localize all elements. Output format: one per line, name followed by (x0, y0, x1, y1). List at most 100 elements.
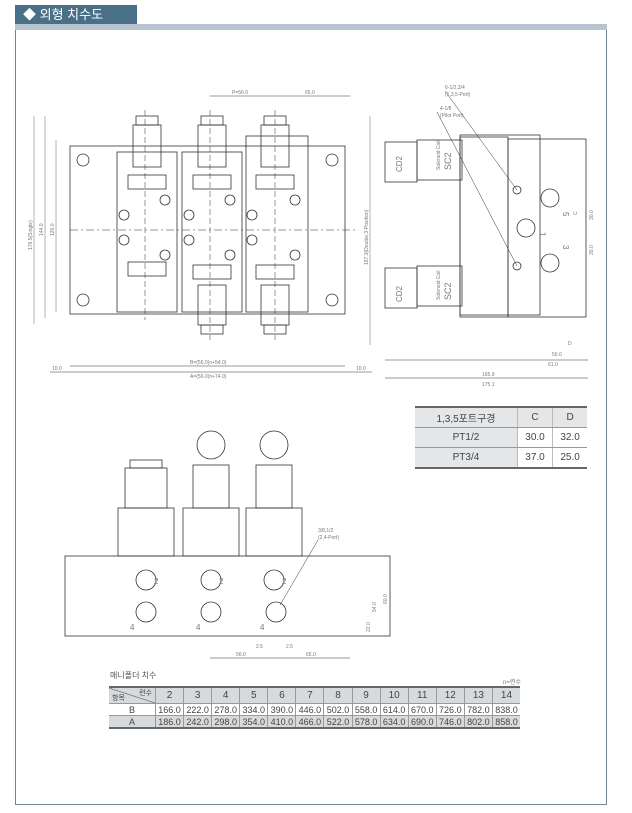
callout-pilot-sub: (Pilot Port) (440, 113, 464, 119)
col-header: 1,3,5포트구경 (415, 406, 518, 428)
col-header: 14 (491, 686, 520, 704)
manifold-table-unit: n=련수 (503, 680, 521, 686)
table-row: PT3/4 37.0 25.0 (415, 447, 587, 469)
port-1: 1 (538, 232, 547, 237)
port-4-b: 4 (196, 623, 201, 632)
cell: 410.0 (267, 715, 296, 729)
dim-double: 197.3(Double,3-Position) (364, 209, 370, 265)
dim-165: 165.9 (482, 372, 495, 378)
dim-61: 61.0 (548, 362, 558, 368)
cell: 166.0 (154, 703, 184, 716)
cell: 222.0 (183, 703, 212, 716)
valve-module-1 (116, 110, 178, 320)
dim-65-bottom: 65.0 (306, 652, 316, 658)
cell: 354.0 (239, 715, 268, 729)
base-plate (69, 145, 346, 315)
cell: 614.0 (379, 703, 409, 716)
col-header: 2 (154, 686, 184, 704)
cell: 522.0 (323, 715, 353, 729)
cell: 690.0 (407, 715, 437, 729)
dim-144: 144.0 (39, 223, 45, 236)
coil-label: Solenoid Coil (436, 141, 442, 170)
col-header: 13 (463, 686, 493, 704)
cell: PT3/4 (415, 447, 518, 469)
valve-module-2 (181, 110, 243, 340)
content-frame (15, 30, 607, 805)
dim-c: C (573, 211, 579, 215)
col-header: 10 (379, 686, 409, 704)
dim-10-right: 10.0 (356, 366, 366, 372)
coil-label-2: Solenoid Coil (436, 271, 442, 300)
dim-p: P=56.0 (232, 90, 248, 96)
dim-30a: 30.0 (589, 210, 595, 220)
cell: 186.0 (154, 715, 184, 729)
dim-d: D (568, 341, 572, 347)
corner-bottom: 항목 (112, 695, 125, 702)
col-header: 4 (211, 686, 240, 704)
dim-54: 54.0 (372, 602, 378, 612)
col-header: 12 (435, 686, 465, 704)
coil-code: SC2 (443, 152, 453, 170)
dim-2-5b: 2.5 (286, 644, 293, 650)
header-bar (15, 24, 607, 30)
cell: 578.0 (351, 715, 381, 729)
side-view: 6-1/2,3/4 (1,3,5-Port) 4-1/8 (Pilot Port… (384, 85, 595, 388)
cell: 298.0 (211, 715, 240, 729)
cell: 858.0 (491, 715, 520, 729)
cell: 242.0 (183, 715, 212, 729)
dim-10-left: 10.0 (52, 366, 62, 372)
front-view: P=56.0 65.0 178.5(Single) 144.0 120.0 19… (28, 90, 372, 380)
cell: 390.0 (267, 703, 296, 716)
cell: 634.0 (379, 715, 409, 729)
port-5: 5 (561, 212, 570, 217)
dim-120: 120.0 (50, 223, 56, 236)
cell: 334.0 (239, 703, 268, 716)
dim-65: 65.0 (305, 90, 315, 96)
row-label: A (109, 715, 156, 729)
cell: 726.0 (435, 703, 465, 716)
port-2-a: 2 (154, 577, 159, 586)
table-row: PT1/2 30.0 32.0 (415, 427, 587, 448)
col-header: 5 (239, 686, 268, 704)
callout-port24: 3/8,1/2 (318, 528, 334, 534)
port-4-a: 4 (130, 623, 135, 632)
corner-cell: 련수 항목 (109, 686, 156, 704)
dim-b: B=(56.0(n+54.0) (190, 360, 227, 366)
dim-56: 56.0 (236, 652, 246, 658)
dim-60: 60.0 (383, 594, 389, 604)
dim-a: A=(56.0(n+74.0) (190, 374, 227, 380)
col-header: D (552, 406, 587, 428)
cell: 32.0 (552, 427, 587, 448)
cell: 502.0 (323, 703, 353, 716)
callout-port135-sub: (1,3,5-Port) (445, 92, 471, 98)
callout-port24-sub: (2,4-Port) (318, 535, 339, 541)
dim-2-5a: 2.5 (256, 644, 263, 650)
cell: 30.0 (516, 427, 553, 448)
col-header: 3 (183, 686, 212, 704)
cell: 466.0 (295, 715, 324, 729)
row-label: B (109, 703, 156, 716)
section-title: ◆ 외형 치수도 (15, 5, 137, 24)
cell: 558.0 (351, 703, 381, 716)
col-header: 6 (267, 686, 296, 704)
port-2-b: 2 (219, 577, 224, 586)
port-2-c: 2 (282, 577, 287, 586)
cell: 746.0 (435, 715, 465, 729)
col-header: 7 (295, 686, 324, 704)
cell: PT1/2 (415, 427, 518, 448)
port-4-c: 4 (260, 623, 265, 632)
cell: 278.0 (211, 703, 240, 716)
dim-50: 50.0 (552, 352, 562, 358)
col-header: 8 (323, 686, 353, 704)
valve-module-3 (245, 110, 309, 340)
cell: 838.0 (491, 703, 520, 716)
cell: 670.0 (407, 703, 437, 716)
bottom-view: 3/8,1/2 (2,4-Port) 2 2 2 4 4 4 22.0 54.0… (64, 430, 391, 659)
corner-top: 련수 (139, 690, 152, 697)
coil-code-2: SC2 (443, 282, 453, 300)
